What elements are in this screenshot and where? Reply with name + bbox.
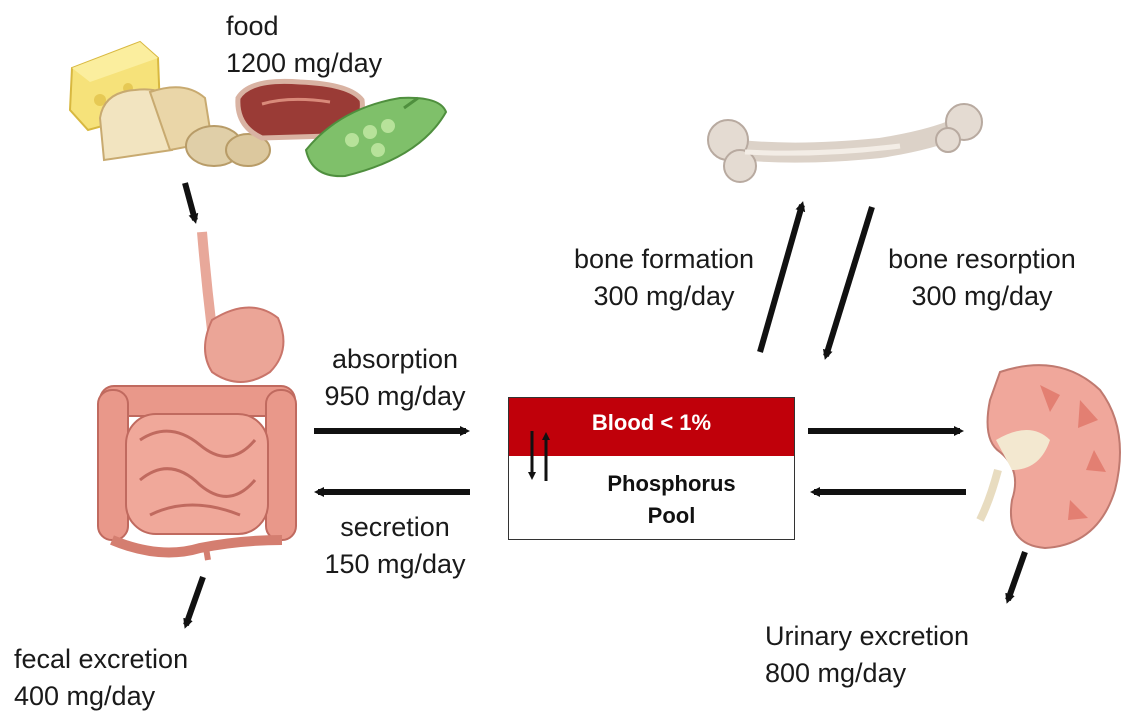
arrow-food-to-gut: [185, 183, 195, 220]
pool-label-line1: Phosphorus: [549, 468, 794, 500]
food-title: food: [226, 8, 382, 45]
pool-label-line2: Pool: [549, 500, 794, 532]
bone-resorption-label: bone resorption 300 mg/day: [866, 241, 1098, 315]
absorption-label: absorption 950 mg/day: [300, 341, 490, 415]
phosphorus-pool-box: Blood < 1% Phosphorus Pool: [508, 397, 795, 540]
digestive-tract-icon: [98, 232, 296, 560]
arrow-fecal-excretion: [186, 577, 203, 625]
bone-icon: [708, 104, 982, 182]
absorption-amount: 950 mg/day: [300, 378, 490, 415]
bone-resorption-amount: 300 mg/day: [866, 278, 1098, 315]
urinary-excretion-title: Urinary excretion: [765, 618, 969, 655]
secretion-label: secretion 150 mg/day: [300, 509, 490, 583]
fecal-excretion-label: fecal excretion 400 mg/day: [14, 641, 188, 715]
food-amount: 1200 mg/day: [226, 45, 382, 82]
secretion-title: secretion: [300, 509, 490, 546]
bone-formation-label: bone formation 300 mg/day: [548, 241, 780, 315]
arrow-urinary-excretion: [1008, 552, 1025, 600]
fecal-excretion-title: fecal excretion: [14, 641, 188, 678]
fecal-excretion-amount: 400 mg/day: [14, 678, 188, 715]
bone-formation-amount: 300 mg/day: [548, 278, 780, 315]
pool-label: Phosphorus Pool: [549, 468, 794, 532]
bone-formation-title: bone formation: [548, 241, 780, 278]
bone-resorption-title: bone resorption: [866, 241, 1098, 278]
urinary-excretion-label: Urinary excretion 800 mg/day: [765, 618, 969, 692]
kidney-icon: [980, 365, 1120, 548]
absorption-title: absorption: [300, 341, 490, 378]
food-label: food 1200 mg/day: [226, 8, 382, 82]
urinary-excretion-amount: 800 mg/day: [765, 655, 969, 692]
secretion-amount: 150 mg/day: [300, 546, 490, 583]
